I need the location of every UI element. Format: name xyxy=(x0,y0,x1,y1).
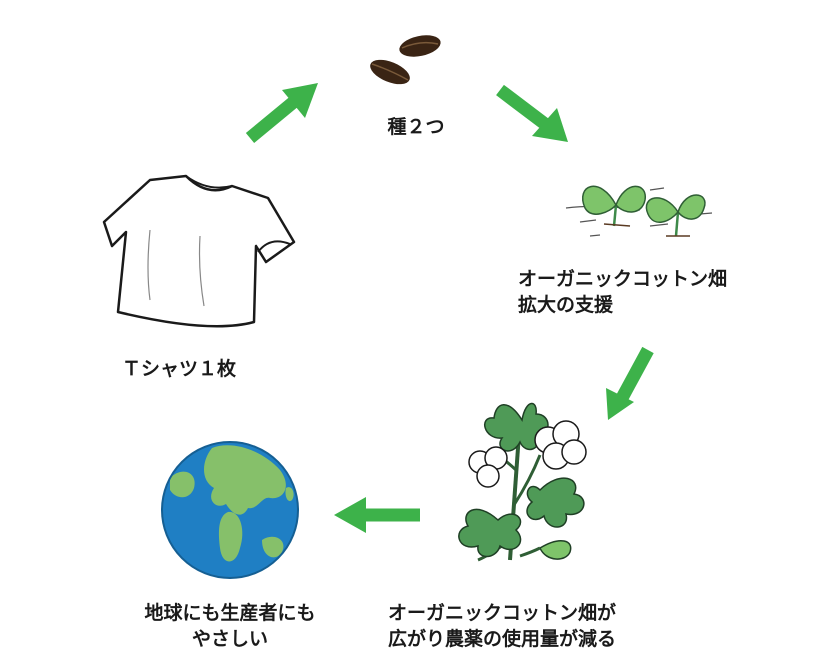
label-earth: 地球にも生産者にも やさしい xyxy=(110,600,350,652)
label-cotton-line-1: オーガニックコットン畑が xyxy=(388,602,617,624)
label-tshirt: Ｔシャツ１枚 xyxy=(122,356,236,382)
cotton-plant-icon xyxy=(458,402,587,562)
label-tshirt-line-1: Ｔシャツ１枚 xyxy=(122,358,237,380)
sprouts-icon xyxy=(565,185,713,237)
label-seeds: 種２つ xyxy=(366,114,466,140)
arrow-tshirt-to-seeds xyxy=(245,83,318,144)
label-cotton: オーガニックコットン畑が 広がり農薬の使用量が減る xyxy=(388,600,616,652)
arrow-cotton-to-earth xyxy=(334,497,420,533)
label-earth-line-2: やさしい xyxy=(191,628,268,650)
earth-globe-icon xyxy=(161,441,299,579)
label-field-line-2: 拡大の支援 xyxy=(518,294,614,316)
label-field-line-1: オーガニックコットン畑 xyxy=(518,268,728,290)
label-seeds-line-1: 種２つ xyxy=(387,116,445,138)
label-earth-line-1: 地球にも生産者にも xyxy=(144,602,316,624)
tshirt-icon xyxy=(102,174,296,328)
arrow-field-to-cotton xyxy=(606,346,654,420)
arrow-seeds-to-field xyxy=(496,84,568,142)
label-field: オーガニックコットン畑 拡大の支援 xyxy=(518,266,727,318)
label-cotton-line-2: 広がり農薬の使用量が減る xyxy=(388,628,617,650)
seeds-icon xyxy=(370,35,441,85)
